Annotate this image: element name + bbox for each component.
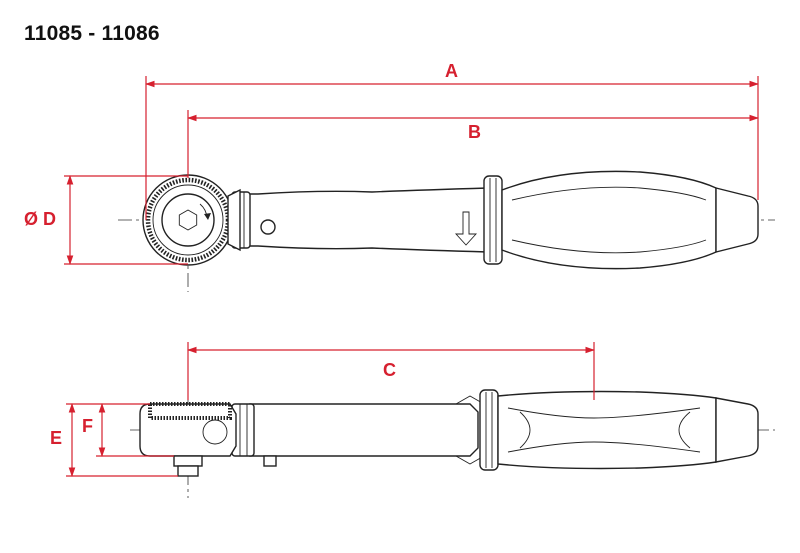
side-release-button bbox=[202, 419, 228, 445]
square-drive-tip bbox=[177, 465, 199, 477]
side-ratchet-head bbox=[139, 403, 237, 457]
top-end-cap bbox=[715, 187, 759, 253]
dimension-d-label: Ø D bbox=[24, 209, 56, 229]
side-handle bbox=[497, 390, 717, 470]
hex-socket-icon bbox=[178, 209, 198, 231]
top-view: A B Ø D bbox=[24, 61, 775, 292]
side-collar bbox=[479, 389, 499, 471]
lock-screw bbox=[260, 219, 276, 235]
drawing-title: 11085 - 11086 bbox=[24, 22, 160, 45]
head-joint bbox=[227, 188, 241, 252]
dimension-a-label: A bbox=[445, 61, 458, 81]
side-view: C E F bbox=[50, 342, 775, 498]
dimension-b-label: B bbox=[468, 122, 481, 142]
top-collar bbox=[483, 175, 503, 265]
side-end-cap bbox=[715, 397, 759, 463]
side-knurl bbox=[148, 402, 232, 420]
dimension-f-label: F bbox=[82, 416, 93, 436]
dimension-e-label: E bbox=[50, 428, 62, 448]
dimension-c-label: C bbox=[383, 360, 396, 380]
top-handle bbox=[501, 170, 717, 270]
square-drive-base bbox=[173, 455, 203, 467]
side-shaft bbox=[249, 403, 479, 457]
top-shaft bbox=[237, 187, 489, 253]
ratchet-inner-ring bbox=[161, 193, 215, 247]
side-lock-screw bbox=[263, 455, 277, 467]
direction-arrow-icon bbox=[454, 211, 478, 246]
